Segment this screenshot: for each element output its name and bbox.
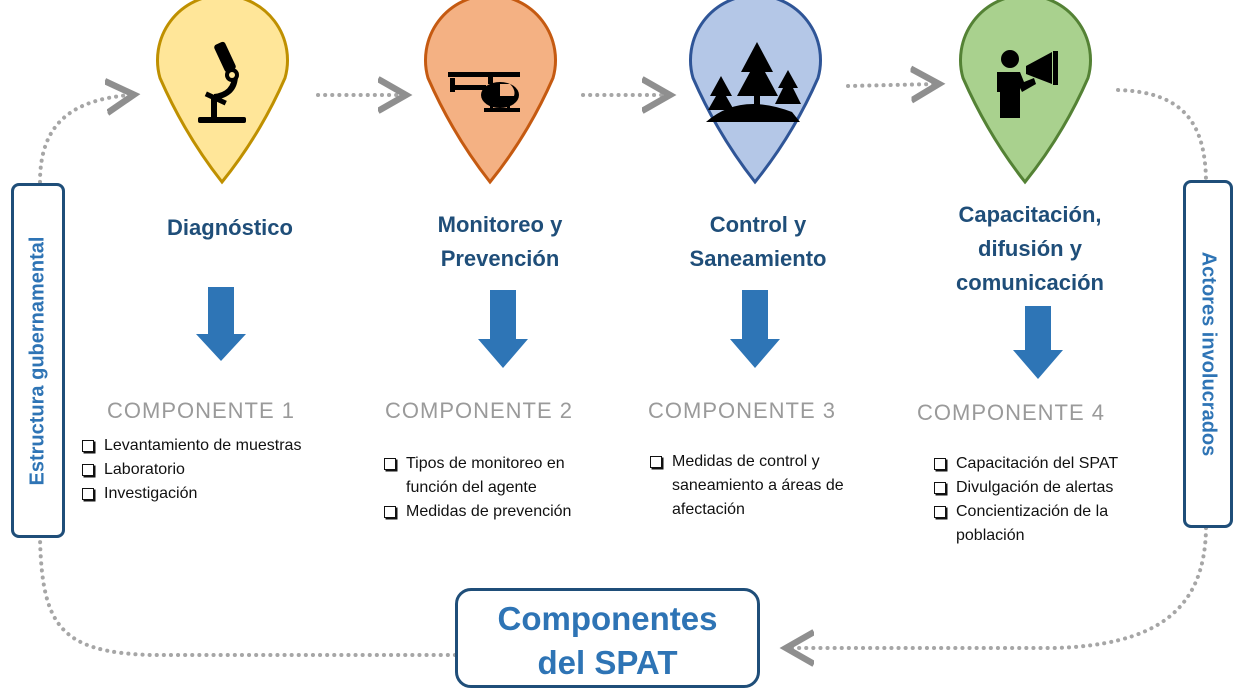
down-arrow-2 bbox=[478, 290, 528, 368]
component-heading-1: COMPONENTE 1 bbox=[107, 398, 296, 423]
down-arrow-3 bbox=[730, 290, 780, 368]
component-heading-4: COMPONENTE 4 bbox=[917, 400, 1106, 425]
connector-3-to-4 bbox=[846, 84, 935, 86]
pin-monitoreo bbox=[424, 0, 557, 185]
connector-bottom-to-left bbox=[38, 536, 457, 657]
left-side-box: Estructura gubernamental bbox=[11, 183, 65, 538]
pin-diagnostico bbox=[156, 0, 289, 185]
left-side-label: Estructura gubernamental bbox=[26, 236, 49, 485]
component-heading-3: COMPONENTE 3 bbox=[648, 398, 837, 423]
pin-control bbox=[689, 0, 822, 185]
step-title-3: Control y Saneamiento bbox=[689, 212, 827, 271]
list-item: Medidas de control y saneamiento a áreas… bbox=[648, 450, 893, 522]
component-1-list: Levantamiento de muestras Laboratorio In… bbox=[80, 434, 360, 506]
pin-capacitacion bbox=[959, 0, 1092, 185]
list-item: Capacitación del SPAT bbox=[932, 452, 1152, 476]
list-item: Tipos de monitoreo en función del agente bbox=[382, 452, 592, 500]
list-item: Divulgación de alertas bbox=[932, 476, 1152, 500]
down-arrow-4 bbox=[1013, 306, 1063, 379]
component-2-list: Tipos de monitoreo en función del agente… bbox=[382, 452, 592, 524]
right-side-label: Actores involucrados bbox=[1197, 251, 1220, 457]
list-item: Levantamiento de muestras bbox=[80, 434, 360, 458]
step-title-4: Capacitación, difusión y comunicación bbox=[956, 202, 1104, 295]
dotted-connectors bbox=[38, 84, 1208, 657]
list-item: Laboratorio bbox=[80, 458, 360, 482]
list-item: Investigación bbox=[80, 482, 360, 506]
forest-icon bbox=[706, 42, 801, 122]
helicopter-icon bbox=[448, 72, 520, 112]
megaphone-person-icon bbox=[997, 50, 1058, 118]
down-arrow-1 bbox=[196, 287, 246, 361]
component-4-list: Capacitación del SPAT Divulgación de ale… bbox=[932, 452, 1152, 548]
connector-left-to-1 bbox=[38, 95, 130, 184]
step-title-1: Diagnóstico bbox=[167, 215, 293, 240]
list-item: Medidas de prevención bbox=[382, 500, 592, 524]
connector-right-to-bottom bbox=[790, 526, 1208, 648]
component-heading-2: COMPONENTE 2 bbox=[385, 398, 574, 423]
down-arrows bbox=[196, 287, 1063, 379]
microscope-icon bbox=[198, 41, 246, 123]
connector-4-to-right bbox=[1116, 88, 1208, 182]
list-item: Concientización de la población bbox=[932, 500, 1152, 548]
component-3-list: Medidas de control y saneamiento a áreas… bbox=[648, 450, 893, 522]
step-title-2: Monitoreo y Prevención bbox=[437, 212, 563, 271]
bottom-title-box: Componentes del SPAT bbox=[455, 588, 760, 688]
right-side-box: Actores involucrados bbox=[1183, 180, 1233, 528]
